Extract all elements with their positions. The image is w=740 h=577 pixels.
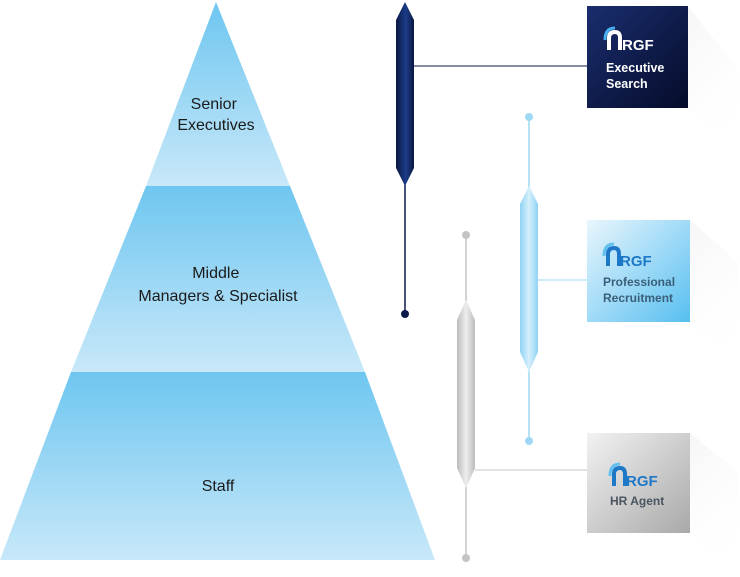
card-professional-recruitment: RGF Professional Recruitment bbox=[587, 220, 738, 362]
tier-label-senior: Senior Executives bbox=[177, 96, 254, 134]
card-brand: RGF bbox=[626, 473, 658, 490]
range-bar-executive bbox=[396, 2, 587, 318]
card-brand: RGF bbox=[620, 253, 652, 270]
tier-label-middle: Middle Managers & Specialist bbox=[138, 265, 298, 305]
tier-label-staff: Staff bbox=[202, 478, 235, 495]
rgf-logo-icon bbox=[608, 462, 627, 486]
range-bar-hragent bbox=[457, 231, 587, 562]
card-label-professional-recruitment: Professional Recruitment bbox=[603, 275, 678, 305]
card-label-executive-search: Executive Search bbox=[606, 61, 668, 91]
range-bar-professional bbox=[520, 113, 587, 445]
pyramid-tier-middle bbox=[71, 186, 365, 372]
card-hr-agent: RGF HR Agent bbox=[587, 433, 738, 572]
pyramid: Senior Executives Middle Managers & Spec… bbox=[0, 2, 435, 560]
pyramid-tier-staff bbox=[0, 372, 435, 560]
card-label-hr-agent: HR Agent bbox=[610, 494, 664, 508]
card-brand: RGF bbox=[622, 37, 654, 54]
rgf-logo-icon bbox=[603, 26, 622, 50]
card-executive-search: RGF Executive Search bbox=[587, 6, 738, 150]
pyramid-tier-senior bbox=[146, 2, 290, 186]
rgf-logo-icon bbox=[602, 242, 621, 266]
